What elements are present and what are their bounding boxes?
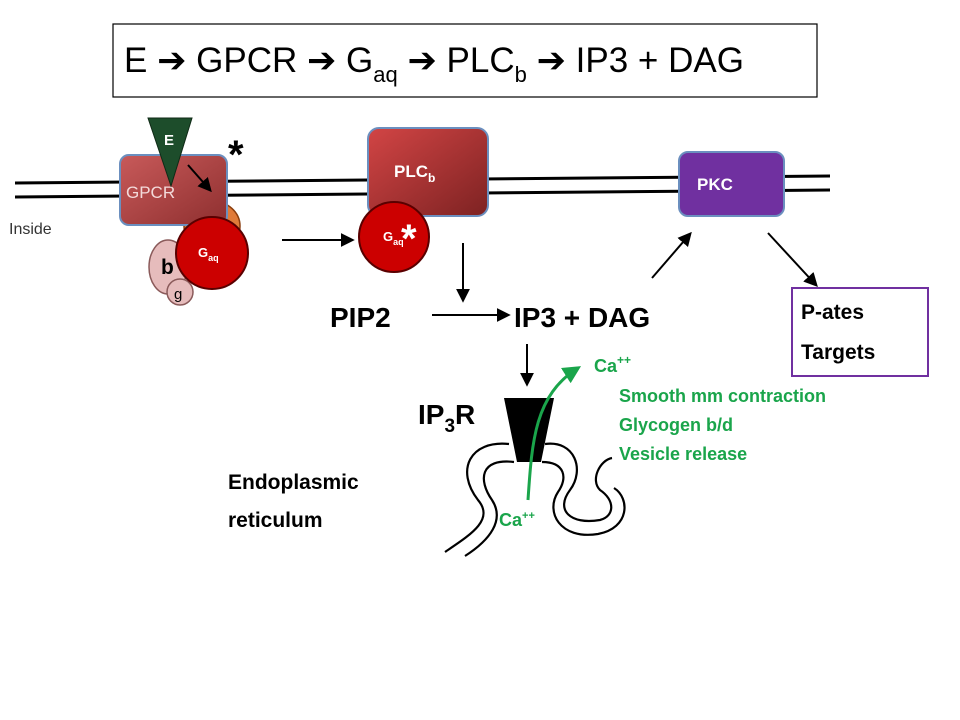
targets-box (791, 287, 929, 377)
plc-beta-label: PLCb (394, 162, 435, 185)
binding-arrow (187, 164, 212, 193)
activation-star: * (228, 133, 244, 177)
ligand-e-label: E (164, 132, 174, 149)
cell-membrane (14, 174, 831, 199)
ip3-receptor-channel (504, 398, 554, 462)
arrow-pkc-to-targets (767, 232, 818, 288)
arrow-dag-to-pkc (651, 231, 692, 279)
beta-label: b (161, 256, 174, 279)
effect-glycogen: Glycogen b/d (619, 415, 733, 435)
calcium-release-arrow (526, 366, 582, 501)
g-alpha-q-label: Gaq (198, 245, 219, 263)
title-arrow-icon: ➔ (157, 41, 186, 80)
title-arrow-icon: ➔ (407, 41, 436, 80)
pathway-title: E ➔ GPCR ➔ Gaq ➔ PLCb ➔ IP3 + DAG (124, 41, 744, 87)
title-arrow-icon: ➔ (307, 41, 336, 80)
targets-line2: Targets (801, 341, 875, 364)
ca-inside-er: Ca++ (499, 510, 535, 530)
er-membrane (444, 442, 626, 557)
er-label-line2: reticulum (228, 509, 323, 532)
pkc-enzyme (678, 151, 785, 217)
g-alpha-q-active (358, 201, 430, 273)
ip3r-label: IP3R (418, 399, 475, 437)
gamma-label: g (174, 286, 182, 303)
targets-line1: P-ates (801, 301, 864, 324)
effect-vesicle: Vesicle release (619, 444, 747, 464)
pkc-label: PKC (697, 175, 733, 194)
title-arrow-icon: ➔ (537, 41, 566, 80)
gpcr-label: GPCR (126, 183, 175, 202)
g-alpha-q-inactive (175, 216, 249, 290)
ca-cytosol: Ca++ (594, 353, 631, 376)
inside-label: Inside (9, 221, 52, 238)
ip3-dag-label: IP3 + DAG (514, 302, 650, 333)
ligand-e-icon (147, 117, 193, 188)
effect-smooth-muscle: Smooth mm contraction (619, 386, 826, 406)
pip2-label: PIP2 (330, 302, 391, 333)
er-label-line1: Endoplasmic (228, 471, 359, 494)
title-box (112, 23, 818, 98)
active-star: * (401, 217, 417, 261)
g-alpha-q-active-label: Gaq (383, 229, 404, 247)
gamma-subunit (166, 278, 194, 306)
plc-beta-enzyme (367, 127, 489, 217)
